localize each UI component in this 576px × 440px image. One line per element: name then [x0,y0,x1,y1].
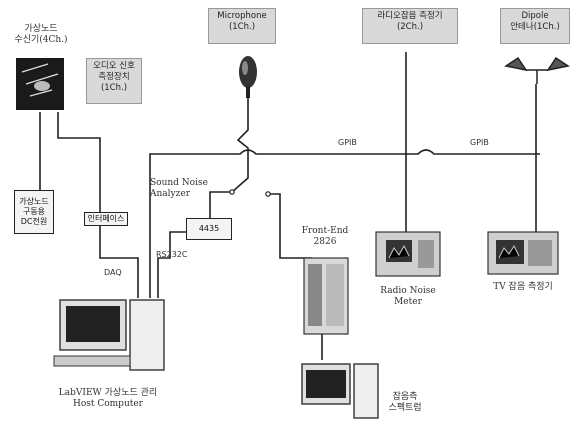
tv-noise-meter-icon [488,232,558,274]
daq-label: DAQ [104,268,122,277]
rs232c-label: RS232C [156,250,188,259]
microphone-label: Microphone(1Ch.) [208,8,276,44]
aux-computer [302,364,378,418]
interface-box: 인터페이스 [84,212,128,226]
microphone-icon [239,56,257,98]
analyzer-4435: 4435 [186,218,232,240]
dipole-antenna-icon [506,58,568,84]
radio-receiver-label: 라디오잡음 측정기(2Ch.) [362,8,458,44]
tv-meter-label: TV 잡음 측정기 [478,282,568,293]
antenna-image [16,58,64,110]
gpib-label-1: GPIB [338,138,357,147]
gpib-label-2: GPIB [470,138,489,147]
front-end-module [304,258,348,334]
host-computer [54,300,164,370]
radio-noise-meter-icon [376,232,440,276]
